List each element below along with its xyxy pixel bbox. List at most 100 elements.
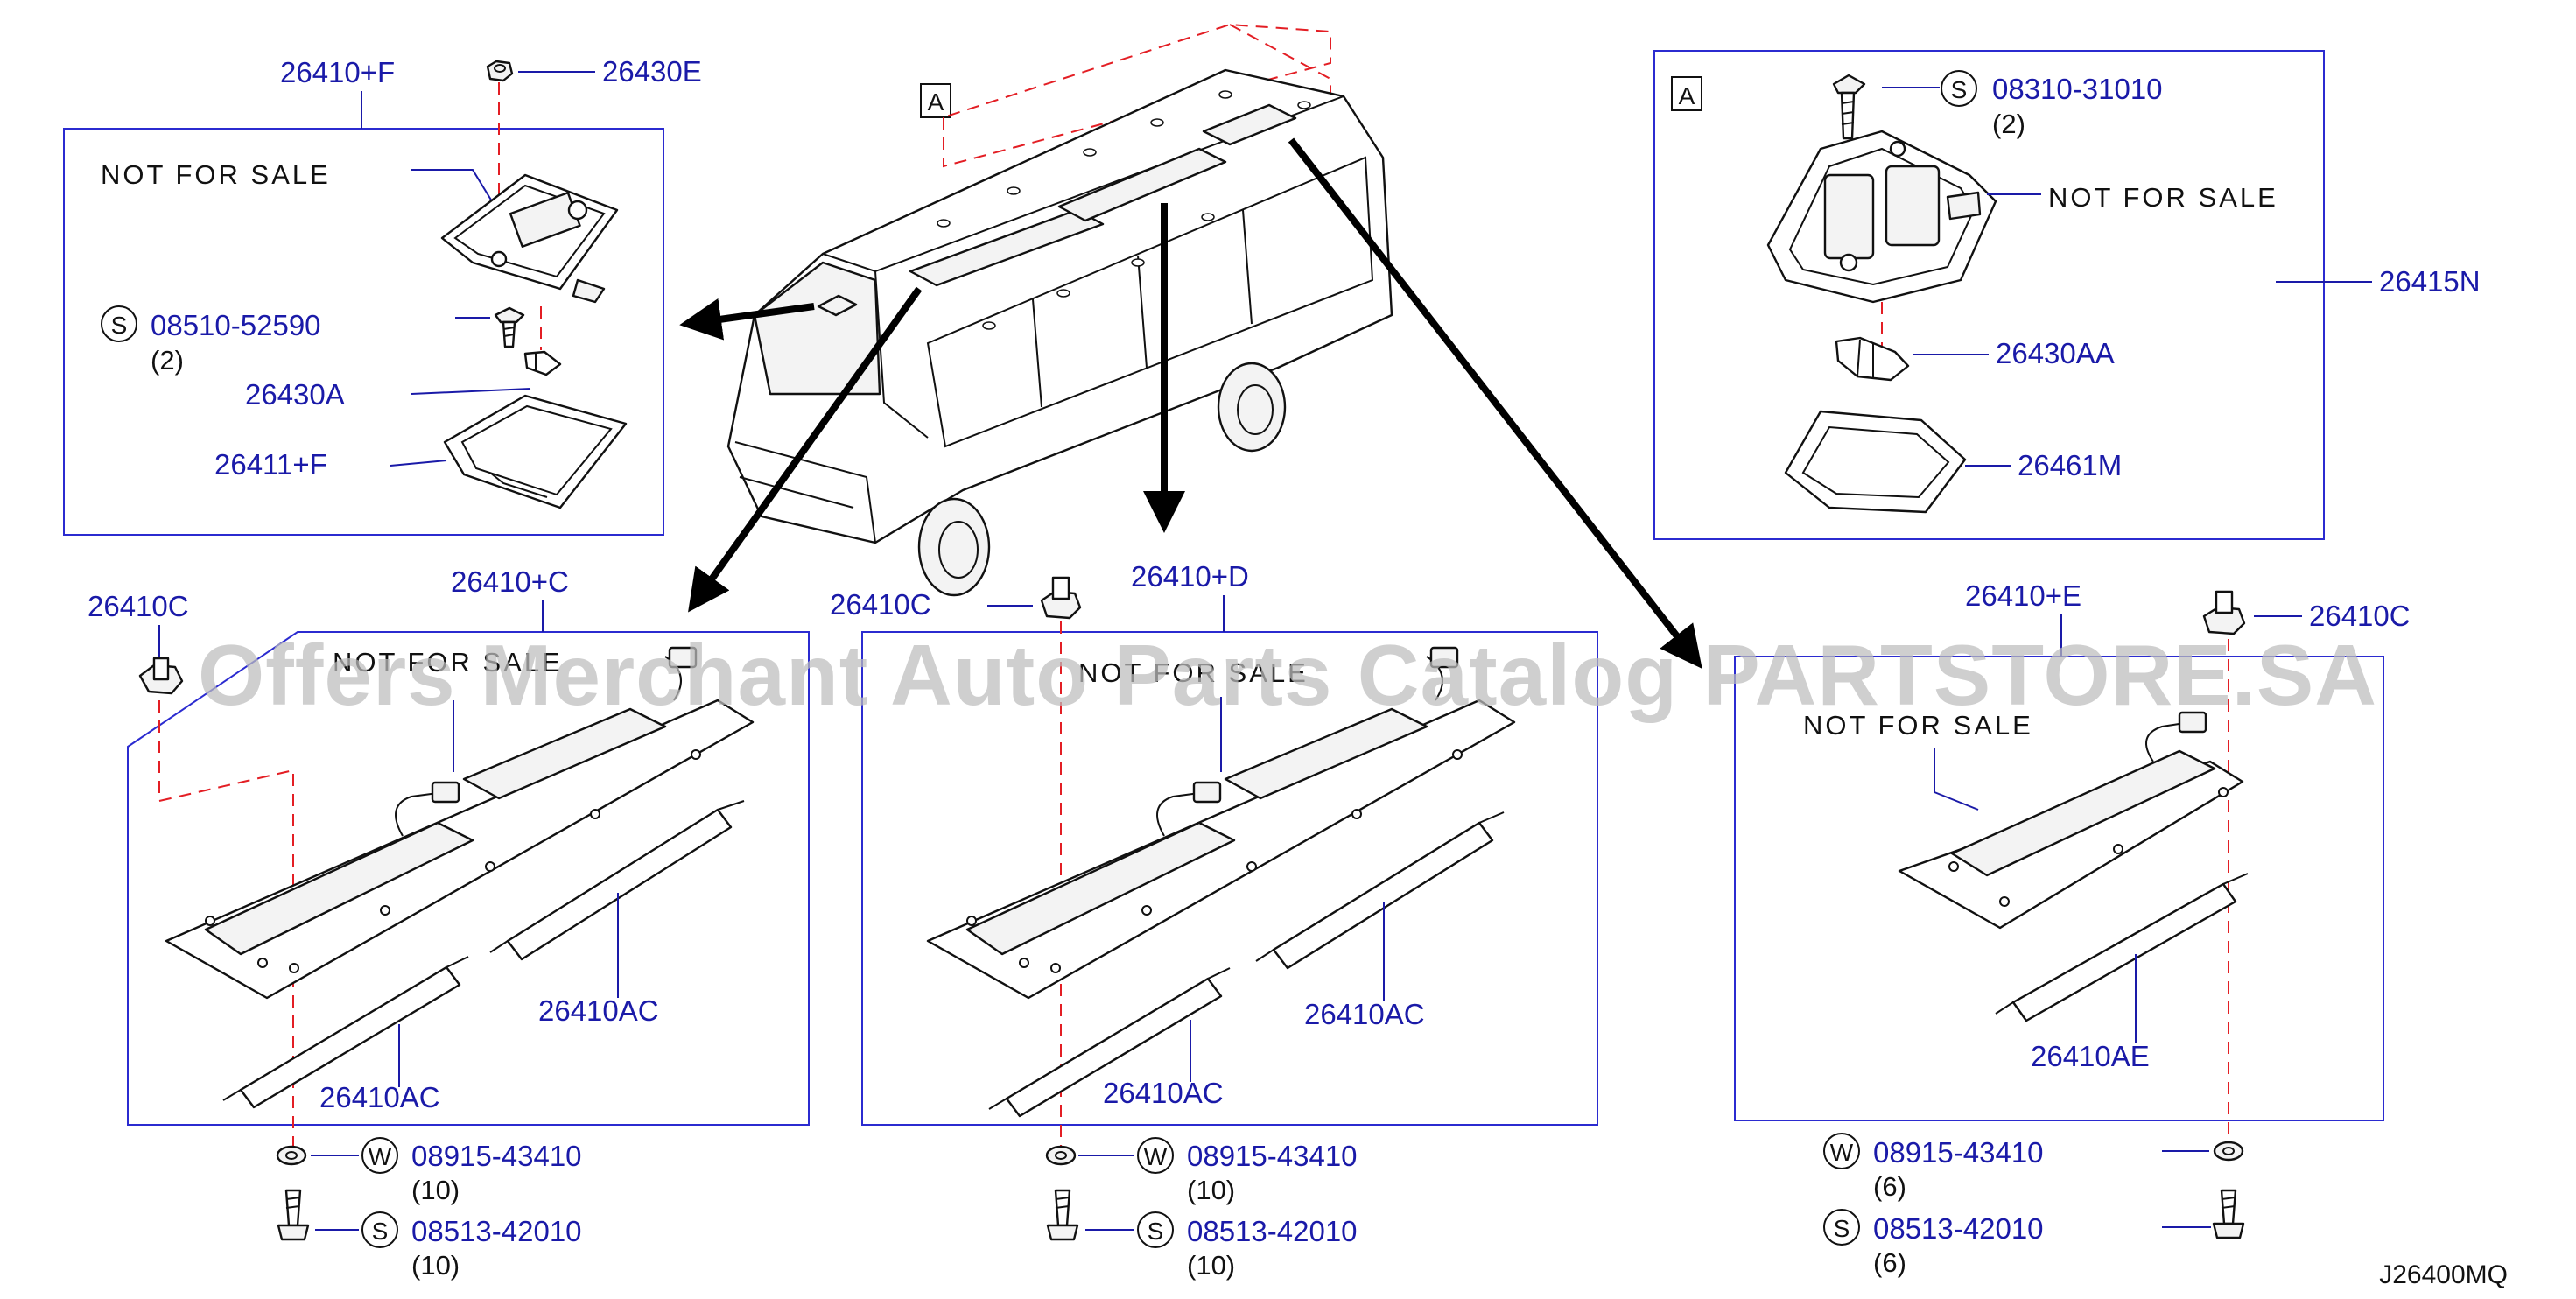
screw-part-a bbox=[1832, 74, 1866, 140]
clip-label-d[interactable]: 26410C bbox=[830, 588, 931, 621]
washer-part-c bbox=[276, 1145, 307, 1166]
part-label-26411-f[interactable]: 26411+F bbox=[214, 448, 327, 481]
panel-f-frame bbox=[63, 128, 664, 536]
qty-washer-c: (10) bbox=[411, 1175, 460, 1205]
arrow-to-panel-e bbox=[1288, 137, 1702, 669]
washer-symbol-letter-d: W bbox=[1144, 1143, 1168, 1170]
tube-right-c bbox=[489, 800, 745, 961]
not-for-sale-label-d: NOT FOR SALE bbox=[1078, 657, 1309, 688]
panel-c-frame bbox=[127, 631, 810, 1126]
lamp-assembly-a bbox=[1766, 130, 1997, 304]
screw-symbol-circle-f bbox=[101, 305, 137, 342]
diagram-code: J26400MQ bbox=[2379, 1260, 2508, 1289]
assembly-label-26410-f[interactable]: 26410+F bbox=[280, 56, 395, 88]
tube-label-e[interactable]: 26410AE bbox=[2031, 1040, 2150, 1072]
bulb-cap-part bbox=[486, 60, 514, 82]
view-marker-a-box bbox=[920, 83, 951, 118]
assembly-label-26410-c[interactable]: 26410+C bbox=[451, 565, 569, 598]
lamp-base-c bbox=[165, 646, 755, 1000]
assembly-label-26410-d[interactable]: 26410+D bbox=[1131, 560, 1249, 593]
assembly-label-26410-e[interactable]: 26410+E bbox=[1965, 579, 2081, 612]
screw-symbol-circle-c bbox=[361, 1211, 398, 1248]
lamp-housing-part bbox=[440, 173, 619, 304]
part-label-08513-42010-d[interactable]: 08513-42010 bbox=[1187, 1215, 1358, 1247]
tube-label-left-c[interactable]: 26410AC bbox=[319, 1081, 440, 1113]
washer-symbol-circle-d bbox=[1137, 1137, 1174, 1174]
part-label-08513-42010-c[interactable]: 08513-42010 bbox=[411, 1215, 582, 1247]
part-label-26430e[interactable]: 26430E bbox=[602, 55, 702, 88]
screw-symbol-letter-c: S bbox=[372, 1218, 389, 1245]
lens-part-a bbox=[1784, 410, 1967, 514]
tube-right-d bbox=[1255, 811, 1505, 970]
washer-part-d bbox=[1045, 1145, 1077, 1166]
screw-symbol-letter-a: S bbox=[1951, 76, 1968, 103]
clip-part-d bbox=[1040, 576, 1082, 620]
lens-part-f bbox=[443, 394, 628, 509]
watermark-text: Offers Merchant Auto Parts Catalog PARTS… bbox=[198, 627, 2377, 723]
washer-symbol-circle-e bbox=[1823, 1133, 1860, 1169]
screw-symbol-letter-d: S bbox=[1148, 1218, 1164, 1245]
arrow-to-panel-c bbox=[688, 286, 923, 613]
screw-part-c bbox=[277, 1189, 310, 1241]
panel-26410-c: 26410C 26410+C NOT FOR SALE bbox=[88, 565, 810, 1281]
tube-label-right-c[interactable]: 26410AC bbox=[538, 994, 659, 1027]
part-label-26461m[interactable]: 26461M bbox=[2018, 449, 2122, 481]
panel-e-frame bbox=[1734, 656, 2384, 1121]
qty-screw-e: (6) bbox=[1873, 1247, 1906, 1278]
not-for-sale-label: NOT FOR SALE bbox=[101, 159, 331, 190]
clip-label-e[interactable]: 26410C bbox=[2309, 600, 2411, 632]
screw-part-f bbox=[494, 306, 525, 348]
tube-left-c bbox=[222, 956, 469, 1109]
screw-symbol-circle-e bbox=[1823, 1209, 1860, 1246]
view-marker-a: A bbox=[928, 88, 944, 116]
lamp-base-e bbox=[1898, 711, 2244, 930]
qty-washer-e: (6) bbox=[1873, 1171, 1906, 1202]
screw-symbol-letter-e: S bbox=[1834, 1215, 1850, 1242]
part-label-08915-43410-e[interactable]: 08915-43410 bbox=[1873, 1136, 2044, 1169]
panel-26410-e: 26410+E 26410C NOT FOR SALE 26410AE bbox=[1734, 579, 2411, 1278]
part-label-08310-31010[interactable]: 08310-31010 bbox=[1992, 73, 2163, 105]
panel-a-marker-box bbox=[1671, 76, 1702, 111]
bulb-part-f bbox=[523, 350, 562, 376]
qty-screw-c: (10) bbox=[411, 1250, 460, 1281]
panel-a-detail: A S 08310-31010 (2) NOT FOR SALE 26415N bbox=[1653, 50, 2481, 540]
qty-washer-d: (10) bbox=[1187, 1175, 1235, 1205]
part-label-08513-42010-e[interactable]: 08513-42010 bbox=[1873, 1212, 2044, 1245]
clip-part-c bbox=[138, 657, 184, 695]
washer-part-e bbox=[2213, 1141, 2244, 1162]
screw-part-d bbox=[1046, 1189, 1079, 1241]
panel-26410-d: 26410+D 26410C NOT FOR SALE bbox=[830, 560, 1598, 1281]
not-for-sale-label-c: NOT FOR SALE bbox=[333, 647, 563, 678]
pointer-arrows bbox=[679, 137, 1702, 669]
tube-label-right-d[interactable]: 26410AC bbox=[1304, 998, 1425, 1030]
part-label-26430a[interactable]: 26430A bbox=[245, 378, 345, 411]
tube-e bbox=[1995, 873, 2249, 1022]
washer-symbol-letter-c: W bbox=[369, 1143, 392, 1170]
screw-symbol-letter-f: S bbox=[111, 312, 128, 339]
assembly-label-26415n[interactable]: 26415N bbox=[2379, 265, 2481, 298]
not-for-sale-label-a: NOT FOR SALE bbox=[2048, 182, 2278, 213]
screw-symbol-circle-a bbox=[1941, 70, 1977, 107]
part-label-08915-43410-c[interactable]: 08915-43410 bbox=[411, 1140, 582, 1172]
qty-screw-d: (10) bbox=[1187, 1250, 1235, 1281]
part-label-08510-52590[interactable]: 08510-52590 bbox=[151, 309, 321, 341]
part-label-08915-43410-d[interactable]: 08915-43410 bbox=[1187, 1140, 1358, 1172]
tube-label-left-d[interactable]: 26410AC bbox=[1103, 1077, 1224, 1109]
panel-26410-f: 26410+F 26430E NOT FOR SALE S 08510-5259… bbox=[63, 55, 702, 536]
lamp-base-d bbox=[926, 646, 1516, 1000]
screw-symbol-circle-d bbox=[1137, 1211, 1174, 1248]
tube-left-d bbox=[988, 967, 1231, 1118]
panel-d-frame bbox=[861, 631, 1598, 1126]
clip-label-c[interactable]: 26410C bbox=[88, 590, 189, 622]
qty-08310-31010: (2) bbox=[1992, 109, 2025, 139]
part-label-26430aa[interactable]: 26430AA bbox=[1996, 337, 2115, 369]
bulb-part-a bbox=[1835, 336, 1910, 382]
washer-symbol-letter-e: W bbox=[1830, 1139, 1854, 1166]
washer-symbol-circle-c bbox=[361, 1137, 398, 1174]
not-for-sale-label-e: NOT FOR SALE bbox=[1803, 710, 2033, 741]
arrow-to-panel-f bbox=[679, 298, 815, 341]
qty-08510-52590: (2) bbox=[151, 345, 184, 376]
bus-illustration: A bbox=[726, 23, 1393, 597]
clip-part-e bbox=[2202, 590, 2246, 635]
